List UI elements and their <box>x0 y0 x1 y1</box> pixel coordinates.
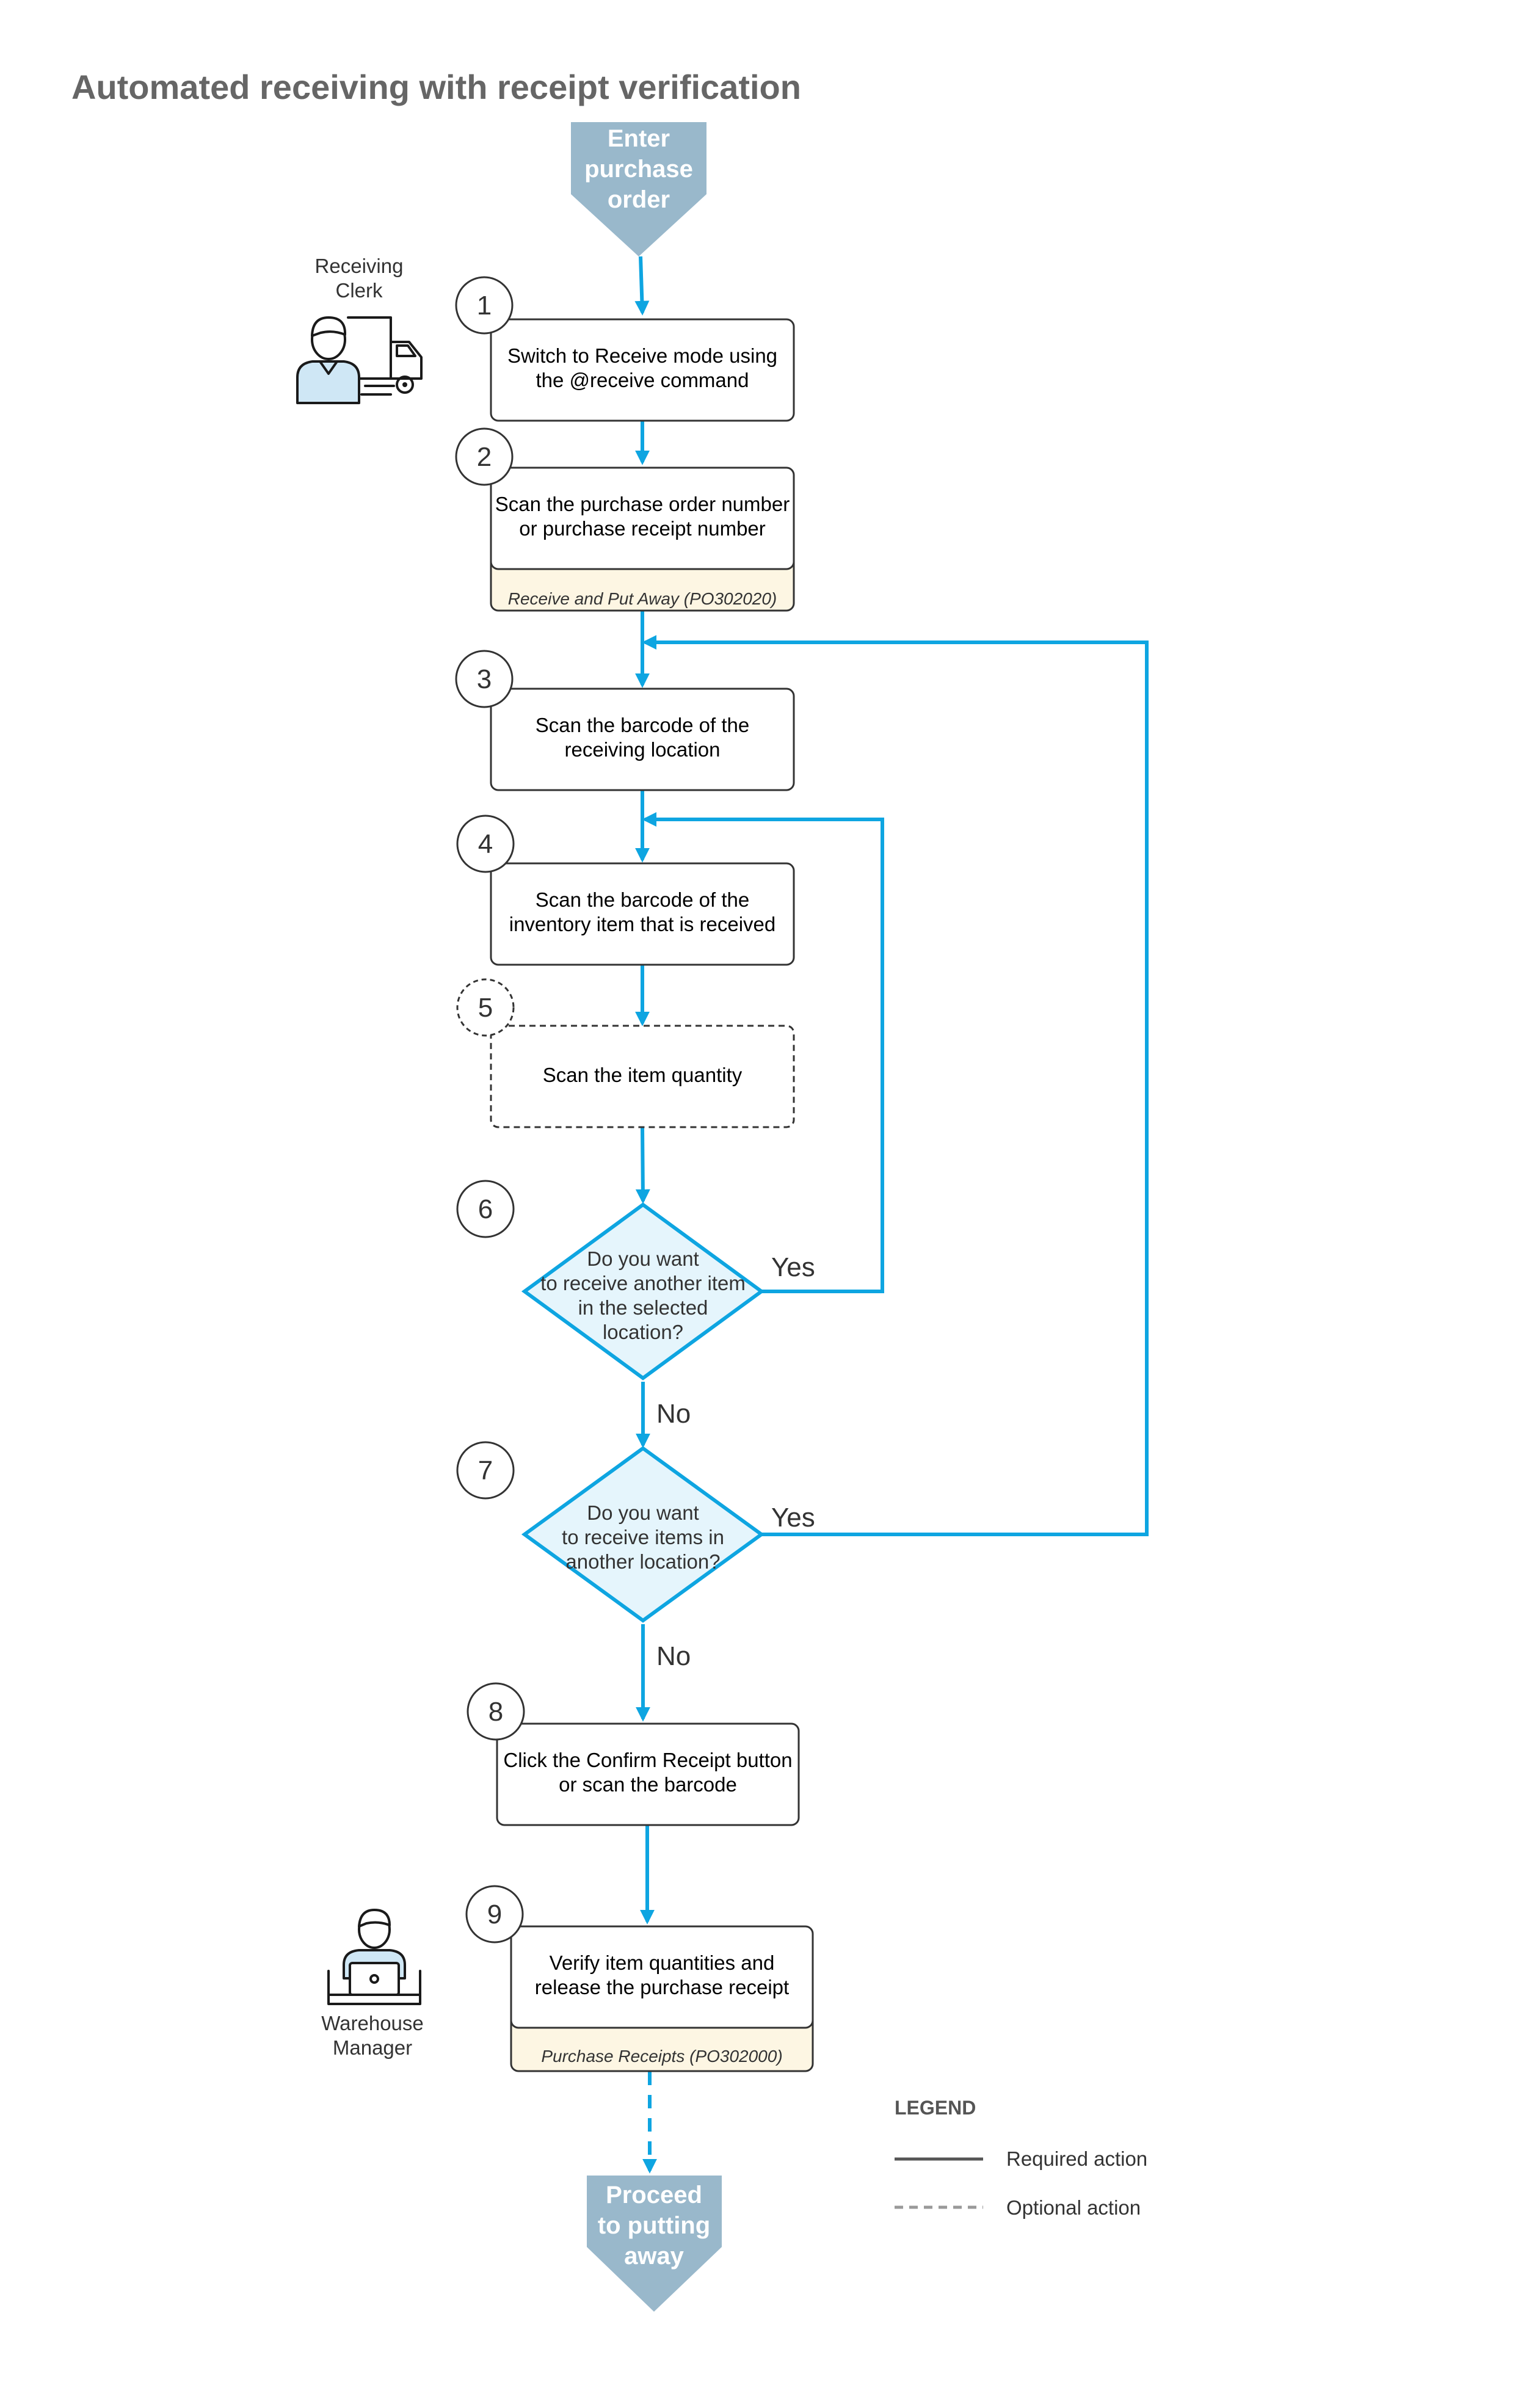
step-2-line-2: or purchase receipt number <box>519 517 766 540</box>
step-5-line-1: Scan the item quantity <box>543 1064 743 1086</box>
step-3-line-2: receiving location <box>565 738 721 761</box>
step-4: Scan the barcode of the inventory item t… <box>456 815 795 966</box>
step-6-number: 6 <box>478 1194 493 1224</box>
start-terminal: Enter purchase order <box>571 122 706 256</box>
loop-yes-7-to-3 <box>642 635 1149 1536</box>
step-9-line-1: Verify item quantities and <box>550 1951 775 1974</box>
step-8-number: 8 <box>489 1697 503 1727</box>
clerk-label-line-1: Receiving <box>315 255 404 277</box>
manager-label-line-2: Manager <box>333 2036 412 2059</box>
warehouse-manager-role: Warehouse Manager <box>321 1909 424 2059</box>
step-9: Purchase Receipts (PO302000) Verify item… <box>465 1885 814 2072</box>
step-7-line-3: another location? <box>565 1550 720 1573</box>
step-6-line-2: to receive another item <box>540 1272 746 1294</box>
step-6-decision: Do you want to receive another item in t… <box>456 1180 815 1429</box>
start-line-2: purchase <box>584 156 693 183</box>
step-6-line-1: Do you want <box>587 1247 699 1270</box>
flow-connectors <box>634 256 1149 2174</box>
step-6-line-4: location? <box>603 1321 683 1343</box>
step-1-line-1: Switch to Receive mode using <box>507 344 777 367</box>
step-1: Switch to Receive mode using the @receiv… <box>455 276 795 422</box>
clerk-with-truck-icon <box>296 316 423 404</box>
loop-yes-6-to-4 <box>642 812 884 1293</box>
step-7-decision: Do you want to receive items in another … <box>456 1441 815 1671</box>
step-1-number: 1 <box>477 291 492 321</box>
end-line-1: Proceed <box>606 2182 702 2208</box>
step-2-screen-tag: Receive and Put Away (PO302020) <box>508 589 777 608</box>
step-6-line-3: in the selected <box>578 1296 708 1319</box>
step-9-number: 9 <box>487 1900 502 1929</box>
step-2-number: 2 <box>477 442 492 472</box>
step-4-line-1: Scan the barcode of the <box>536 888 749 911</box>
step-1-line-2: the @receive command <box>536 369 749 391</box>
legend: LEGEND Required action Optional action <box>895 2097 1147 2219</box>
legend-required-label: Required action <box>1006 2147 1147 2170</box>
step-4-number: 4 <box>478 829 493 859</box>
end-line-3: away <box>624 2243 685 2270</box>
step-5: Scan the item quantity 5 <box>456 978 795 1128</box>
end-terminal: Proceed to putting away <box>587 2176 722 2312</box>
step-7-line-2: to receive items in <box>562 1526 724 1548</box>
step-6-no-label: No <box>656 1399 691 1429</box>
step-3-number: 3 <box>477 664 492 694</box>
step-2-line-1: Scan the purchase order number <box>495 493 790 515</box>
step-8: Click the Confirm Receipt button or scan… <box>467 1682 800 1826</box>
step-9-screen-tag: Purchase Receipts (PO302000) <box>541 2047 782 2066</box>
step-4-line-2: inventory item that is received <box>509 913 776 935</box>
manager-with-laptop-icon <box>327 1909 421 2005</box>
step-2: Receive and Put Away (PO302020) Scan the… <box>455 427 795 612</box>
step-9-line-2: release the purchase receipt <box>535 1976 789 1998</box>
step-8-line-1: Click the Confirm Receipt button <box>503 1749 792 1771</box>
legend-optional-label: Optional action <box>1006 2196 1141 2219</box>
legend-title: LEGEND <box>895 2097 976 2119</box>
step-3: Scan the barcode of the receiving locati… <box>455 650 795 791</box>
connector-5-to-6 <box>635 1127 650 1204</box>
step-7-no-label: No <box>656 1641 691 1671</box>
receiving-clerk-role: Receiving Clerk <box>296 255 423 404</box>
step-5-number: 5 <box>478 993 493 1023</box>
start-line-3: order <box>608 186 670 213</box>
step-7-number: 7 <box>478 1456 493 1486</box>
diagram-title: Automated receiving with receipt verific… <box>71 68 801 106</box>
start-line-1: Enter <box>608 125 670 152</box>
clerk-label-line-2: Clerk <box>335 279 383 302</box>
step-7-line-1: Do you want <box>587 1501 699 1524</box>
step-8-line-2: or scan the barcode <box>559 1773 737 1796</box>
manager-label-line-1: Warehouse <box>321 2012 424 2034</box>
connector-start-to-1 <box>634 256 650 316</box>
step-3-line-1: Scan the barcode of the <box>536 714 749 736</box>
step-7-yes-label: Yes <box>771 1503 815 1533</box>
step-6-yes-label: Yes <box>771 1252 815 1282</box>
end-line-2: to putting <box>598 2212 710 2239</box>
